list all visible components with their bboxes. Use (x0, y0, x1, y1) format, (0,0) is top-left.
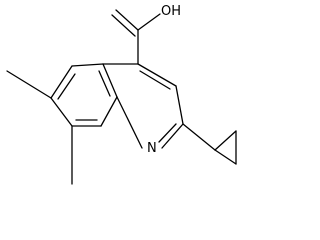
bond-c6-methyl (6, 70, 52, 99)
carboxylic-acid-group: OH (111, 4, 181, 65)
chemical-structure: OH N (6, 4, 237, 185)
bond-c-oh (137, 13, 161, 31)
bond-c4-c3-inner (139, 70, 171, 90)
benzo-ring (50, 63, 118, 127)
bond-carbonyl (115, 9, 139, 31)
hydroxyl-label: OH (161, 4, 181, 19)
bond-c3-c2 (175, 85, 184, 125)
bond-cp-c (214, 149, 237, 165)
bond-c2-cyclopropyl (182, 123, 216, 151)
bond-c5-c6 (50, 65, 73, 99)
bond-n1-c8a (116, 96, 143, 149)
bond-c2-n1 (161, 123, 184, 149)
bond-cp-a (214, 130, 237, 151)
bond-c4-c3 (137, 63, 177, 87)
bond-c5-c6-inner (57, 73, 76, 100)
methyl-6 (6, 70, 52, 99)
bond-c8a-c4a (102, 63, 118, 98)
ring-nitrogen-label: N (147, 141, 157, 156)
bond-c8-c8a (100, 96, 118, 127)
bond-c4a-c5 (71, 63, 104, 67)
bond-carbonyl-second (111, 14, 136, 37)
bond-c8a-c4a-inner (98, 70, 111, 97)
bond-c2-n1-inner (158, 123, 177, 143)
pyridine-ring (102, 63, 184, 149)
cyclopropyl-group (182, 123, 237, 165)
bond-c6-c7 (50, 97, 73, 127)
